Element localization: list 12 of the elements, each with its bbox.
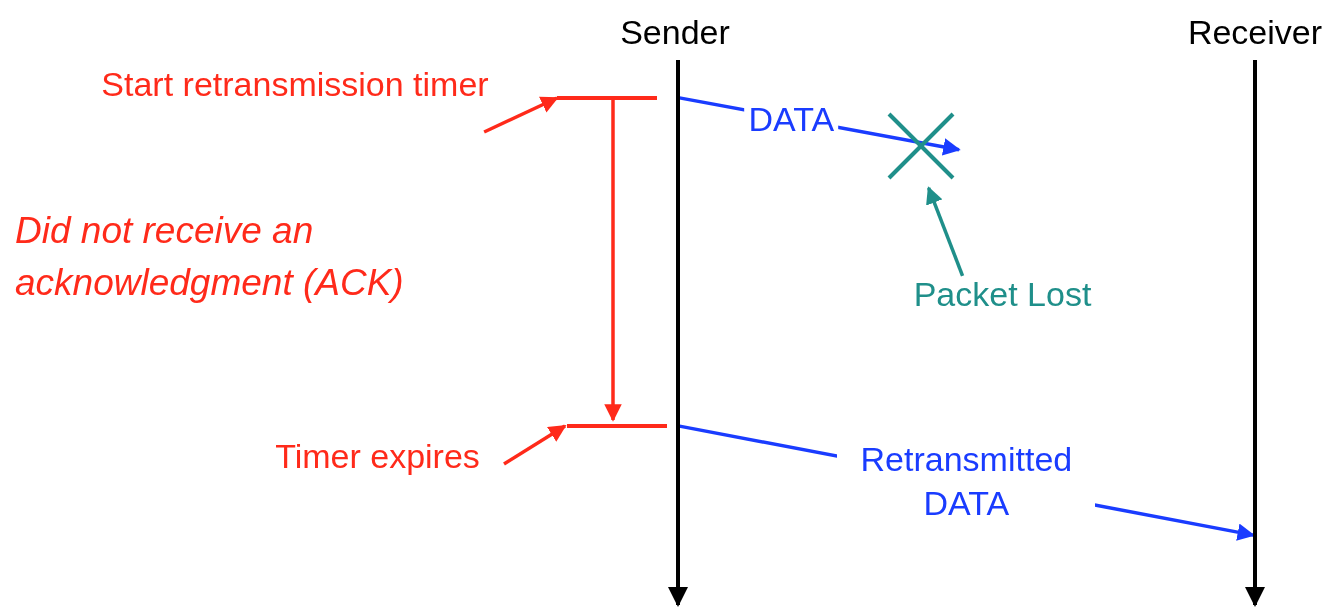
arrow xyxy=(604,100,622,422)
note-text: Did not receive an acknowledgment (ACK) xyxy=(15,209,405,305)
leader-arrow xyxy=(926,186,965,277)
participant-label: Receiver xyxy=(1186,12,1324,53)
timer-tick xyxy=(557,96,657,100)
participant-label: Sender xyxy=(619,12,731,53)
leader-arrow xyxy=(483,96,559,134)
annotation-text: Start retransmission timer xyxy=(100,64,490,105)
timer-tick xyxy=(567,424,667,428)
annotation-text: Packet Lost xyxy=(912,274,1093,315)
annotation-text: Timer expires xyxy=(274,436,481,477)
leader-arrow xyxy=(503,424,567,466)
